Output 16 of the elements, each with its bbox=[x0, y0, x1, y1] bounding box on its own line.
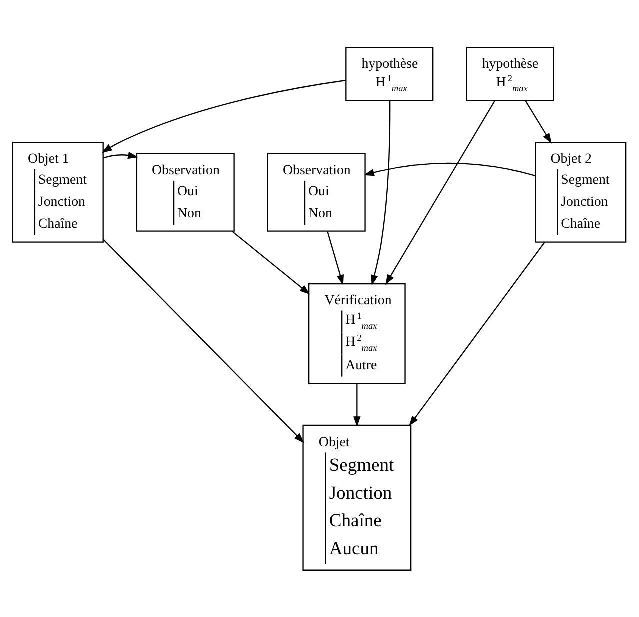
node-box: Objet 2 Segment Jonction Chaîne bbox=[535, 142, 627, 242]
arrow bbox=[409, 242, 546, 426]
node-box: Objet Segment Jonction Chaîne Aucun bbox=[302, 424, 412, 570]
node-box: Observation Oui Non bbox=[267, 152, 366, 232]
arrow bbox=[103, 151, 139, 159]
arrow bbox=[232, 230, 310, 294]
arrow bbox=[102, 79, 346, 153]
arrow bbox=[525, 100, 552, 144]
node-box: Objet 1 Segment Jonction Chaîne bbox=[12, 142, 104, 242]
arrow bbox=[327, 231, 344, 285]
arrow bbox=[386, 100, 496, 285]
node-box: Observation Oui Non bbox=[136, 152, 235, 232]
arrow bbox=[371, 100, 391, 286]
arrow bbox=[103, 238, 304, 443]
arrow bbox=[354, 384, 361, 427]
arrow bbox=[364, 162, 536, 176]
